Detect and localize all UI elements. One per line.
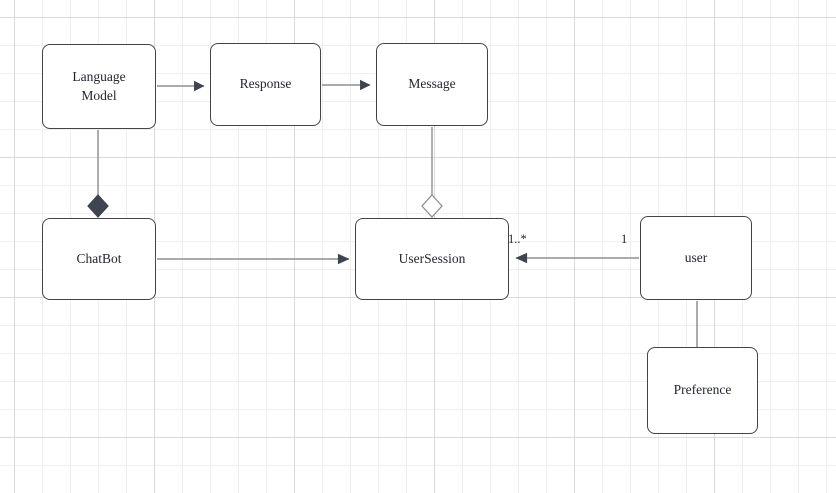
edge-language-model-to-chatbot: [87, 130, 109, 218]
node-chatbot[interactable]: ChatBot: [42, 218, 156, 300]
filled-diamond-composition-icon: [87, 194, 109, 218]
node-message-label: Message: [408, 76, 456, 92]
node-chatbot-label: ChatBot: [76, 250, 122, 266]
edge-message-to-usersession: [421, 127, 443, 218]
node-response-label: Response: [239, 76, 292, 92]
node-preference-label: Preference: [673, 382, 732, 398]
node-usersession[interactable]: UserSession: [355, 218, 509, 300]
multiplicity-label-user: 1: [621, 232, 628, 246]
node-message[interactable]: Message: [376, 43, 488, 126]
node-language-model-label: Language Model: [72, 69, 126, 103]
multiplicity-label-usersession: 1..*: [508, 232, 527, 246]
node-preference[interactable]: Preference: [647, 347, 758, 434]
node-response[interactable]: Response: [210, 43, 321, 126]
node-user[interactable]: user: [640, 216, 752, 300]
node-language-model[interactable]: Language Model: [42, 44, 156, 129]
hollow-diamond-aggregation-icon: [421, 194, 443, 218]
node-user-label: user: [684, 249, 708, 265]
node-usersession-label: UserSession: [398, 250, 466, 266]
